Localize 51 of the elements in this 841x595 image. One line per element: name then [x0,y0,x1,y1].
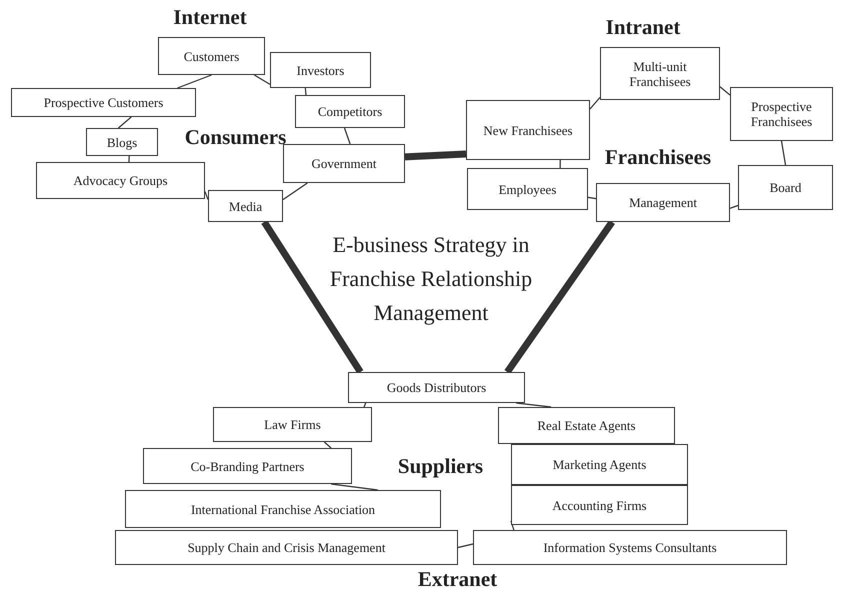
stakeholder-box: Government [283,144,405,183]
thick-connector [261,220,364,374]
group-heading: Franchisees [604,144,712,170]
thick-connector [504,220,615,374]
stakeholder-box: Competitors [295,95,405,128]
stakeholder-box: Prospective Franchisees [730,87,833,141]
stakeholder-box: Blogs [86,128,158,156]
diagram-title: E-business Strategy in Franchise Relationship Management [328,231,534,327]
stakeholder-box: Goods Distributors [348,372,525,403]
stakeholder-box: Multi-unit Franchisees [600,47,720,100]
stakeholder-box: Media [208,190,283,222]
connector-line [720,86,730,96]
group-heading: Suppliers [396,453,484,479]
thick-connector [404,150,466,160]
stakeholder-box: Law Firms [213,407,372,442]
connector-line [177,74,212,89]
group-heading: Internet [172,4,248,30]
connector-line [344,128,351,144]
stakeholder-box: Advocacy Groups [36,162,205,199]
connector-line [516,402,552,408]
stakeholder-box: Prospective Customers [11,88,196,117]
stakeholder-box: Board [738,165,833,210]
stakeholder-box: Customers [158,37,265,75]
stakeholder-box: Information Systems Consultants [473,530,787,565]
group-heading: Extranet [416,566,498,592]
stakeholder-box: New Franchisees [466,100,590,160]
connector-line [560,160,561,168]
stakeholder-box: Management [596,183,730,222]
connector-line [588,196,596,200]
connector-line [590,96,600,110]
stakeholder-box: International Franchise Association [125,490,441,528]
connector-line [304,88,307,96]
connector-line [282,182,308,200]
connector-line [254,74,270,85]
connector-line [458,543,474,548]
stakeholder-box: Co-Branding Partners [143,448,352,484]
connector-line [331,483,378,491]
connector-line [324,442,332,448]
connector-line [118,116,132,128]
stakeholder-box: Accounting Firms [511,485,688,525]
connector-line [204,191,209,200]
stakeholder-box: Marketing Agents [511,444,688,485]
connector-line [128,156,130,162]
stakeholder-box: Employees [467,168,588,210]
connector-line [730,204,738,209]
group-heading: Intranet [604,14,682,40]
connector-line [364,402,366,408]
connector-line [780,140,786,166]
stakeholder-box: Investors [270,52,371,88]
stakeholder-box: Supply Chain and Crisis Management [115,530,458,565]
stakeholder-box: Real Estate Agents [498,407,675,444]
